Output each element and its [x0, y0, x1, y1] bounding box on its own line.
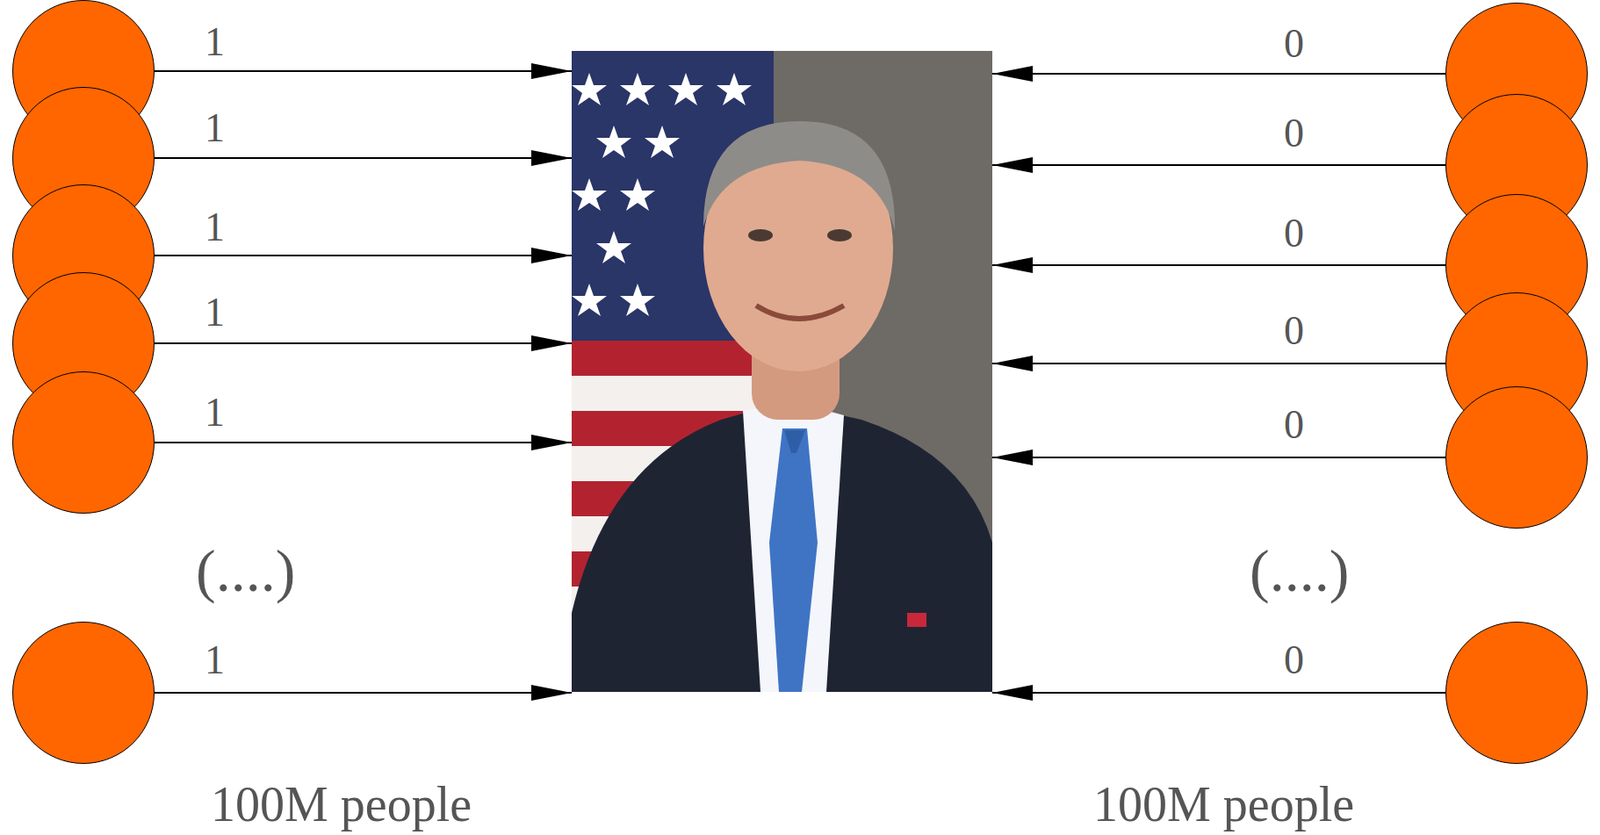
portrait-illustration — [571, 50, 993, 692]
bit-value: 0 — [1283, 310, 1305, 352]
ellipsis-label: (....) — [1249, 540, 1349, 601]
arrow-connector — [992, 691, 1446, 694]
arrow-connector — [992, 164, 1446, 166]
person-circle — [1445, 621, 1588, 764]
bit-value: 1 — [204, 292, 225, 333]
bit-value: 0 — [1283, 113, 1305, 154]
group-size-label: 100M people — [210, 779, 472, 829]
arrow-connector — [154, 441, 572, 444]
bit-value: 1 — [204, 21, 225, 63]
bit-value: 1 — [204, 207, 225, 248]
group-size-label: 100M people — [1093, 779, 1355, 829]
arrow-connector — [992, 72, 1446, 75]
person-circle — [12, 621, 155, 764]
arrow-connector — [154, 342, 572, 345]
bit-value: 0 — [1283, 404, 1305, 446]
ellipsis-label: (....) — [195, 540, 296, 601]
arrow-connector — [992, 456, 1446, 459]
bit-value: 1 — [204, 108, 225, 149]
person-circle — [12, 371, 155, 514]
bit-value: 1 — [204, 392, 225, 433]
arrow-connector — [154, 691, 572, 694]
arrow-connector — [992, 362, 1446, 365]
bit-value: 0 — [1283, 23, 1305, 65]
arrow-connector — [154, 254, 572, 257]
bit-value: 1 — [204, 640, 225, 681]
bit-value: 0 — [1283, 213, 1305, 254]
arrow-connector — [992, 264, 1446, 267]
person-circle — [1445, 386, 1588, 529]
arrow-connector — [154, 70, 572, 73]
portrait-photo — [571, 50, 993, 692]
arrow-connector — [154, 157, 572, 159]
bit-value: 0 — [1283, 640, 1305, 681]
